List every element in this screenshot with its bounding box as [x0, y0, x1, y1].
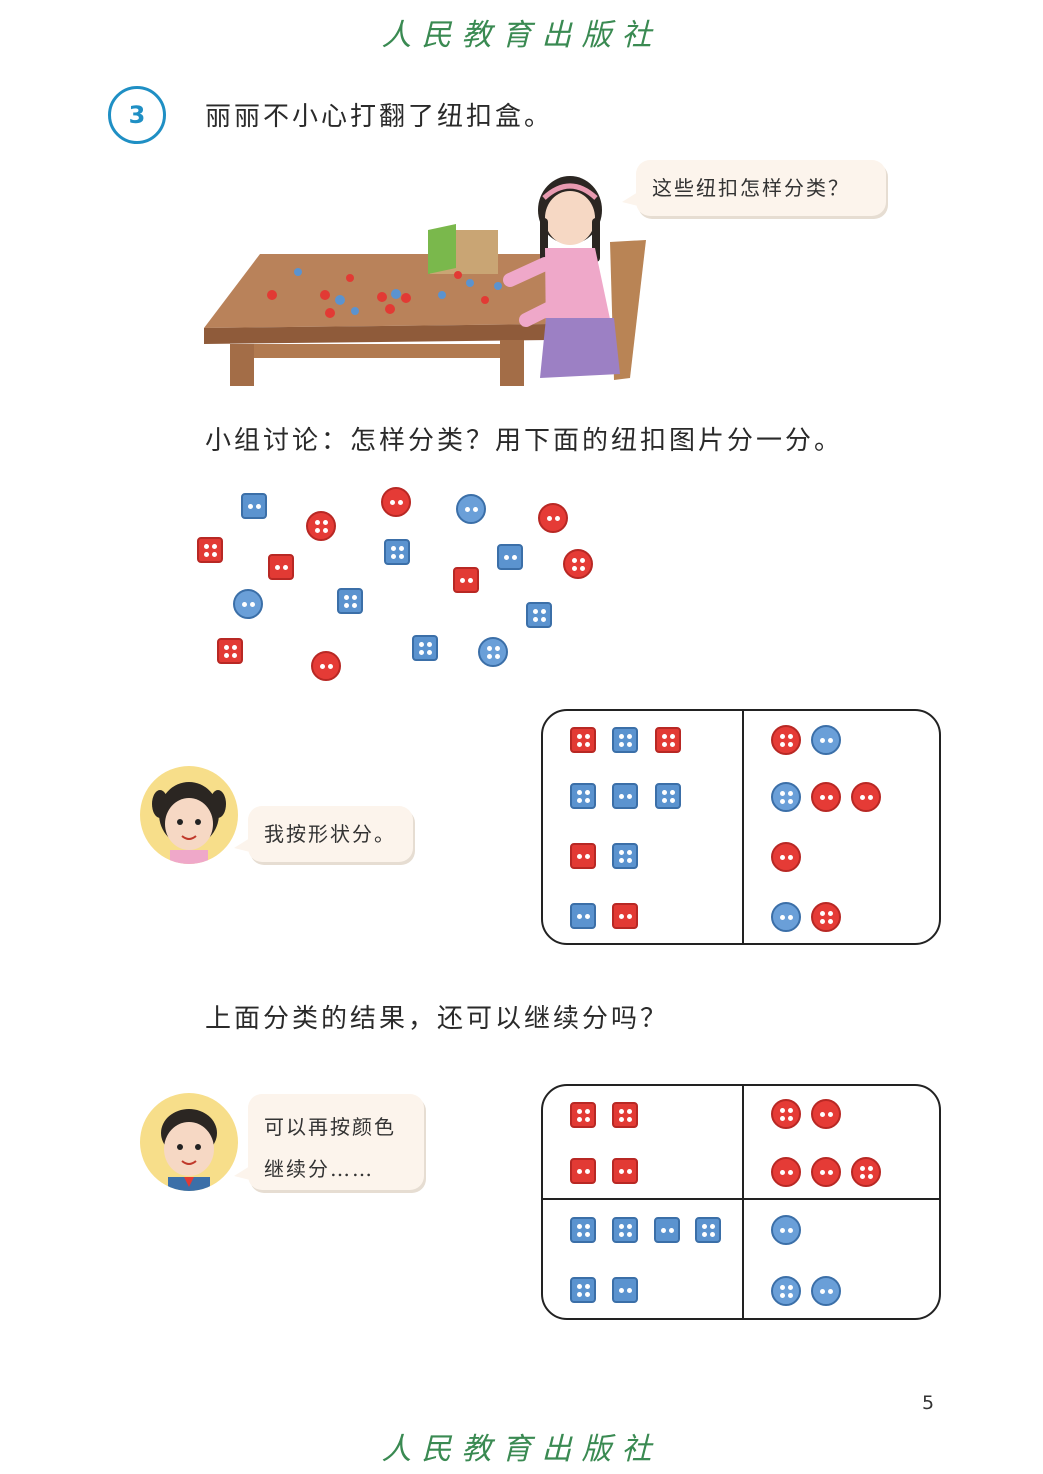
speech-boy-line1: 可以再按颜色 — [264, 1115, 396, 1139]
round-red-button-4-holes — [306, 511, 336, 541]
round-red-button-2-holes — [811, 782, 841, 812]
speech-bubble-boy: 可以再按颜色 继续分…… — [234, 1094, 424, 1190]
square-red-button-2-holes — [612, 1158, 638, 1184]
round-blue-button-4-holes — [478, 637, 508, 667]
speech-boy-line2: 继续分…… — [264, 1157, 374, 1181]
publisher-footer: 人民教育出版社 — [381, 1432, 662, 1467]
square-blue-button-2-holes — [497, 544, 523, 570]
round-red-button-2-holes — [771, 842, 801, 872]
square-red-button-4-holes — [655, 727, 681, 753]
round-red-button-2-holes — [811, 1099, 841, 1129]
square-blue-button-4-holes — [695, 1217, 721, 1243]
square-blue-button-2-holes — [241, 493, 267, 519]
round-blue-button-2-holes — [811, 725, 841, 755]
square-blue-button-2-holes — [612, 1277, 638, 1303]
round-red-button-4-holes — [771, 725, 801, 755]
round-red-button-2-holes — [811, 1157, 841, 1187]
square-red-button-2-holes — [612, 903, 638, 929]
square-blue-button-4-holes — [412, 635, 438, 661]
intro-text: 丽丽不小心打翻了纽扣盒。 — [205, 102, 554, 132]
publisher-header: 人民教育出版社 — [381, 18, 662, 53]
square-red-button-2-holes — [453, 567, 479, 593]
square-red-button-2-holes — [570, 1158, 596, 1184]
square-red-button-4-holes — [612, 1102, 638, 1128]
round-red-button-4-holes — [851, 1157, 881, 1187]
round-red-button-2-holes — [381, 487, 411, 517]
round-blue-button-2-holes — [811, 1276, 841, 1306]
sort-by-shape-color-panel — [541, 1084, 941, 1320]
square-red-button-2-holes — [570, 843, 596, 869]
speech-bubble-girl-table: 这些纽扣怎样分类？ — [622, 160, 886, 216]
round-red-button-4-holes — [771, 1099, 801, 1129]
square-blue-button-4-holes — [612, 843, 638, 869]
round-blue-button-2-holes — [233, 589, 263, 619]
square-blue-button-4-holes — [612, 727, 638, 753]
round-blue-button-2-holes — [771, 902, 801, 932]
square-red-button-4-holes — [570, 727, 596, 753]
square-blue-button-4-holes — [570, 1217, 596, 1243]
square-blue-button-4-holes — [337, 588, 363, 614]
square-red-button-4-holes — [217, 638, 243, 664]
square-blue-button-4-holes — [384, 539, 410, 565]
round-red-button-2-holes — [538, 503, 568, 533]
round-red-button-4-holes — [811, 902, 841, 932]
girl-table-illustration — [204, 176, 646, 386]
sort-by-shape-panel — [541, 709, 941, 945]
square-blue-button-4-holes — [612, 1217, 638, 1243]
question-text: 上面分类的结果，还可以继续分吗？ — [205, 1004, 670, 1034]
round-blue-button-2-holes — [771, 1215, 801, 1245]
page-number: 5 — [922, 1392, 935, 1414]
square-blue-button-2-holes — [570, 903, 596, 929]
square-red-button-4-holes — [197, 537, 223, 563]
speech-bubble-girl-shape: 我按形状分。 — [234, 806, 413, 862]
boy-avatar — [140, 1093, 238, 1191]
round-red-button-2-holes — [771, 1157, 801, 1187]
square-blue-button-4-holes — [570, 1277, 596, 1303]
round-blue-button-2-holes — [456, 494, 486, 524]
square-blue-button-2-holes — [654, 1217, 680, 1243]
round-blue-button-4-holes — [771, 782, 801, 812]
round-red-button-4-holes — [563, 549, 593, 579]
round-red-button-2-holes — [311, 651, 341, 681]
round-blue-button-4-holes — [771, 1276, 801, 1306]
girl-avatar — [140, 766, 238, 864]
square-red-button-2-holes — [268, 554, 294, 580]
square-red-button-4-holes — [570, 1102, 596, 1128]
round-red-button-2-holes — [851, 782, 881, 812]
square-blue-button-4-holes — [655, 783, 681, 809]
problem-number-badge: 3 — [108, 86, 166, 144]
square-blue-button-4-holes — [570, 783, 596, 809]
square-blue-button-2-holes — [612, 783, 638, 809]
discussion-text: 小组讨论：怎样分类？用下面的纽扣图片分一分。 — [205, 426, 844, 456]
square-blue-button-4-holes — [526, 602, 552, 628]
